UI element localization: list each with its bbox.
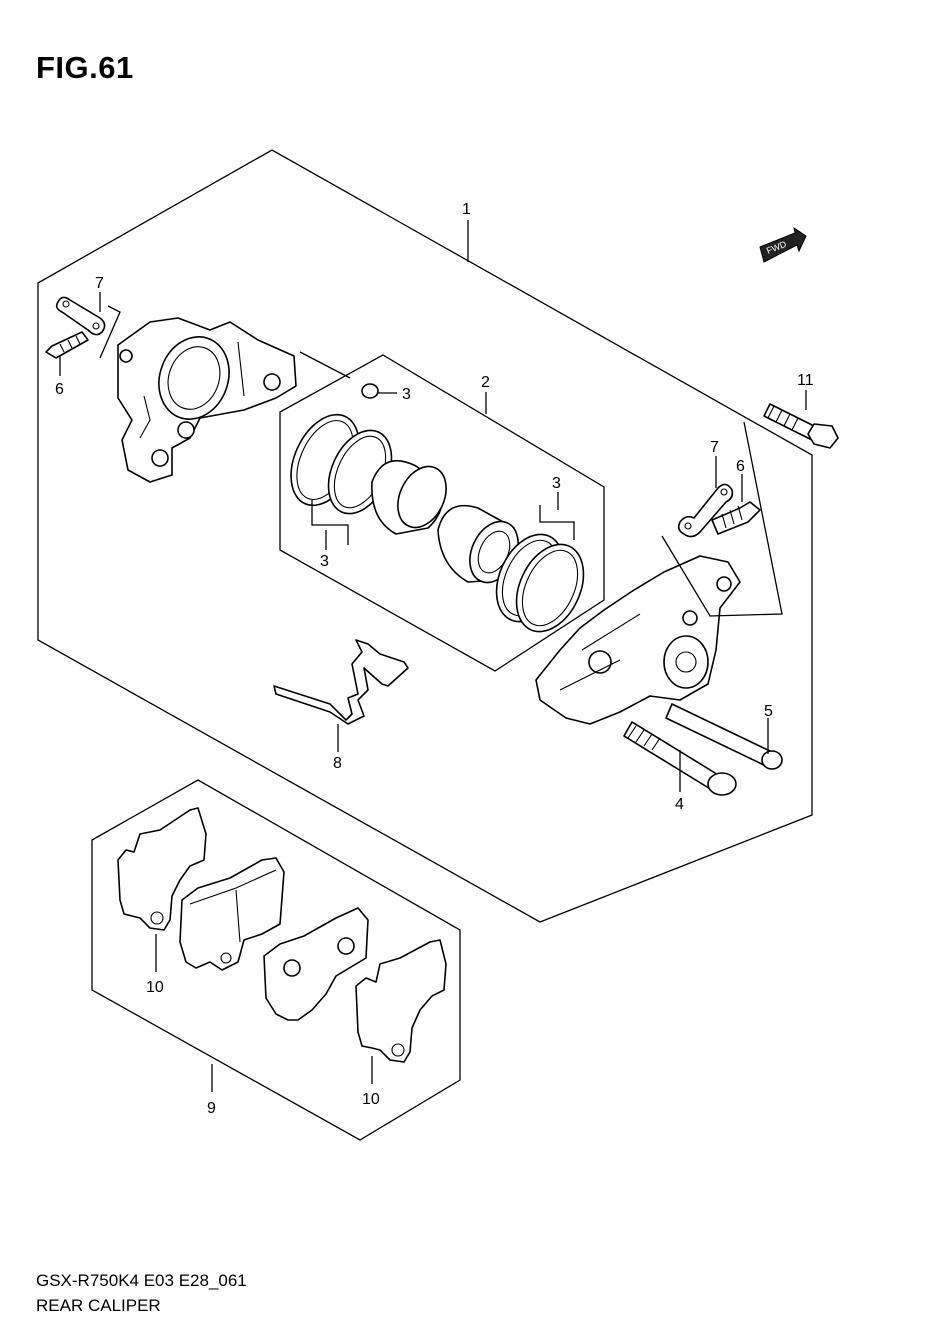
fwd-arrow-badge: FWD	[759, 226, 807, 263]
guide-line-left	[99, 305, 121, 359]
callout-3-seal-left: 3	[320, 553, 329, 570]
callout-7-right: 7	[710, 439, 719, 456]
caliper-pin-bolt	[623, 721, 737, 796]
callout-9: 9	[207, 1100, 216, 1117]
brake-pad-outer	[263, 907, 369, 1021]
pad-pin	[665, 703, 783, 770]
bleeder-valve-left	[45, 331, 89, 359]
callout-6-left: 6	[55, 381, 64, 398]
bleeder-cap-left	[55, 296, 106, 336]
callout-1: 1	[462, 201, 471, 218]
brake-pad-inner	[179, 857, 285, 971]
callout-6-right: 6	[736, 458, 745, 475]
callout-8: 8	[333, 755, 342, 772]
callout-5: 5	[764, 703, 773, 720]
callout-3-seal-right: 3	[552, 475, 561, 492]
guide-line-seal	[299, 351, 351, 379]
callout-7-left: 7	[95, 275, 104, 292]
caliper-half-left	[117, 317, 297, 483]
pad-shim-left	[117, 807, 207, 931]
figure-name: REAR CALIPER	[36, 1296, 161, 1315]
piston-set-outline	[279, 354, 605, 672]
callout-3-bush: 3	[402, 386, 411, 403]
callout-10-left: 10	[146, 979, 164, 996]
callout-4: 4	[675, 796, 684, 813]
callout-leader-lines	[59, 220, 807, 1092]
figure-title: FIG.61	[36, 50, 134, 85]
callout-2: 2	[481, 374, 490, 391]
callout-11: 11	[797, 372, 814, 389]
caliper-mount-bolt	[763, 403, 839, 449]
guide-line-right	[661, 421, 783, 617]
pad-shim-right	[355, 939, 447, 1063]
caliper-assembly-outline	[37, 149, 813, 923]
bleeder-valve-right	[711, 501, 761, 535]
caliper-half-right	[535, 555, 741, 725]
piston-seals-and-pistons	[290, 383, 585, 633]
pad-spring	[273, 639, 409, 725]
bleeder-cap-right	[677, 483, 734, 538]
callout-10-right: 10	[362, 1091, 380, 1108]
pad-set-outline	[91, 779, 461, 1141]
figure-code: GSX-R750K4 E03 E28_061	[36, 1271, 247, 1290]
